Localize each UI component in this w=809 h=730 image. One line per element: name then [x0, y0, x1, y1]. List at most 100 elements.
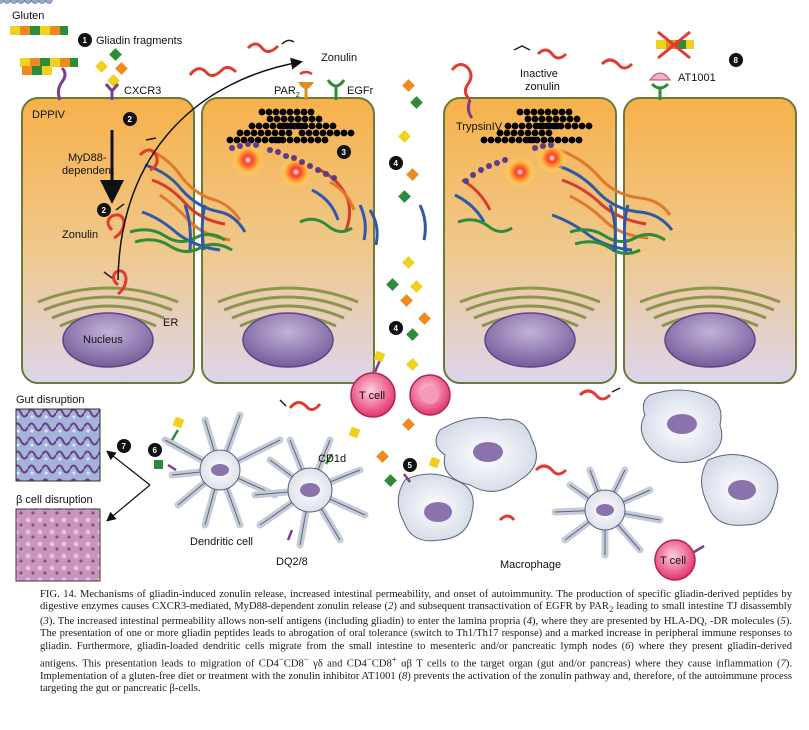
zonulin-release-arrow: [117, 57, 303, 281]
tight-junction-3-left: [418, 178, 513, 241]
t-cell-2-core: [421, 386, 439, 404]
gliadin-fragments-label: Gliadin fragments: [96, 35, 183, 47]
caption-text-7b: CD8: [283, 658, 304, 670]
caption-sup-3: −: [366, 654, 372, 665]
par2-label: PAR2: [274, 85, 300, 99]
caption-ref-6: 6: [625, 640, 631, 652]
par2-receptor: [298, 70, 314, 100]
zonulin-top-label: Zonulin: [321, 52, 357, 64]
signal-bursts: [232, 143, 567, 188]
gliadin-diamonds-top: [95, 48, 128, 87]
dppiv-label: DPPIV: [32, 109, 66, 121]
step-4b-badge: [389, 321, 403, 335]
zonulin-er-tail: [103, 271, 113, 279]
step-7-number: 7: [122, 442, 127, 451]
tight-junction-1-2: [129, 148, 247, 253]
step-6-number: 6: [153, 446, 158, 455]
caption-par-sub: 2: [608, 604, 614, 615]
step-3-number: 3: [342, 148, 347, 157]
signaling-chain-cell-2: [229, 141, 337, 181]
signaling-chain-cell-3: [463, 142, 554, 184]
caption-text-10: ) prevents the activation of the zonulin…: [40, 671, 792, 695]
t-cell-1-label: T cell: [359, 390, 385, 402]
macrophage-1: [435, 417, 537, 492]
tight-junction-3-4: [551, 148, 674, 255]
step-7-badge: [117, 439, 131, 453]
dppiv-receptor: [56, 66, 67, 101]
nucleus-1: [62, 312, 154, 368]
caption-ref-4: 4: [526, 615, 532, 627]
gut-disruption-label: Gut disruption: [16, 394, 84, 406]
myd88-label: MyD88-: [68, 152, 107, 164]
t-cell-1: [350, 350, 396, 418]
migration-arrow-beta: [106, 484, 151, 522]
cd1d-label: CD1d: [318, 453, 346, 465]
gluten-blocked-icon: [656, 30, 694, 60]
step-3-badge: [337, 145, 351, 159]
cxcr3-receptor: [104, 83, 120, 100]
zonulin-lumen-b-tail: [281, 39, 295, 45]
dendritic-cell-1: [154, 411, 284, 529]
caption-ref-2: 2: [388, 601, 394, 613]
step-1-badge: [78, 33, 92, 47]
caption-fig-label: FIG. 14.: [40, 589, 77, 600]
beta-disruption-image: [15, 508, 101, 582]
macrophage-2: [397, 473, 474, 542]
cxcr3-label: CXCR3: [124, 85, 161, 97]
inactive-label: Inactive: [520, 68, 558, 80]
gluten-label: Gluten: [12, 10, 44, 22]
step-6-badge: [148, 443, 162, 457]
step-4b-number: 4: [394, 324, 399, 333]
caption-text-7c: γδ and CD4: [308, 658, 367, 670]
caption-ref-3: 3: [43, 615, 49, 627]
gut-disruption-image: [15, 408, 101, 482]
zonulin-inactive-label: zonulin: [525, 81, 560, 93]
caption-text-7: ) where they present gliadin-derived ant…: [40, 640, 792, 670]
gluten-fragments-cell-1: [20, 58, 78, 75]
zonulin-er-squiggle: [111, 269, 128, 296]
nucleus-4: [664, 312, 756, 368]
er-label: ER: [163, 317, 178, 329]
zonulin-lp-d: [498, 514, 516, 522]
inactive-zonulin-tail: [513, 45, 531, 51]
step-2a-number: 2: [128, 115, 133, 124]
zonulin-lp-a-tail: [279, 399, 287, 407]
step-5-badge: [403, 458, 417, 472]
caption-text-8: αβ T cells to the target organ (gut and/…: [396, 658, 781, 670]
zonulin-cell4-squiggle: [600, 58, 634, 70]
zonulin-cell1-tail-a: [145, 137, 157, 141]
dq28-label: DQ2/8: [276, 556, 308, 568]
figure-caption: FIG. 14. Mechanisms of gliadin-induced z…: [40, 589, 792, 696]
step-5-number: 5: [408, 461, 413, 470]
nucleus-2: [242, 312, 334, 368]
step-4a-number: 4: [394, 159, 399, 168]
inactive-zonulin-squiggle-a: [450, 63, 473, 102]
caption-text-4: ). The increased intestinal permeability…: [48, 615, 527, 627]
step-2b-badge: [97, 203, 111, 217]
egfr-receptor: [326, 79, 346, 100]
caption-text-1: Mechanisms of gliadin-induced zonulin re…: [40, 589, 793, 613]
step-2a-badge: [123, 112, 137, 126]
zonulin-lp-e: [578, 389, 612, 401]
zonulin-lp-a: [288, 401, 322, 411]
egfr-label: EGFr: [347, 85, 374, 97]
zonulin-lumen-b: [246, 42, 280, 53]
caption-text-9: ). Implementation of a gluten-free diet …: [40, 658, 792, 683]
dendritic-cell-label: Dendritic cell: [190, 536, 253, 548]
beta-disruption-label: β cell disruption: [16, 494, 93, 506]
t-cell-3-label: T cell: [660, 555, 686, 567]
gliadin-diamonds-paracellular: [386, 79, 431, 371]
caption-text-2: ) and subsequent transactivation of EGFR…: [393, 601, 609, 613]
inactive-zonulin-squiggle-b: [536, 48, 568, 60]
caption-ref-7: 7: [780, 658, 786, 670]
caption-ref-8: 8: [401, 671, 408, 683]
step-4a-badge: [389, 156, 403, 170]
trypsin-receptor: [466, 99, 474, 119]
zonulin-cell1-tail-b: [115, 203, 125, 211]
caption-sup-2: −: [303, 654, 309, 665]
macrophage-label: Macrophage: [500, 559, 561, 571]
t-cell-3: [654, 539, 705, 581]
step-1-number: 1: [83, 36, 88, 45]
gluten-icon: [10, 26, 68, 35]
tight-junction-open-right: [299, 168, 379, 246]
